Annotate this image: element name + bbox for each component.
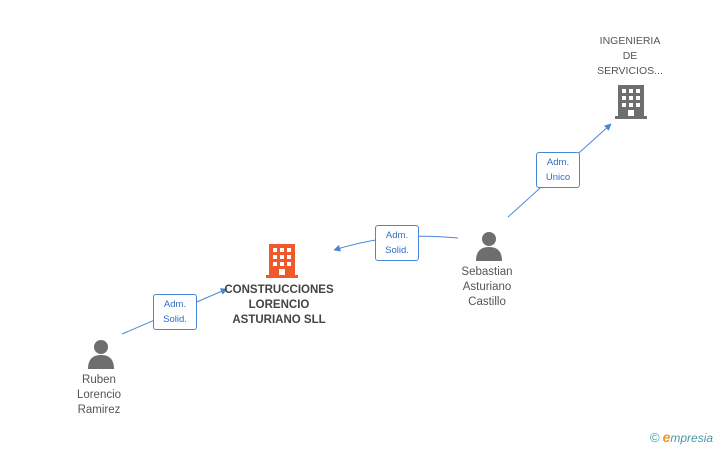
brand-logo-text: mpresia: [670, 431, 714, 445]
company-ingenieria-label[interactable]: INGENIERIA DE SERVICIOS...: [580, 34, 680, 79]
person-sebastian-label[interactable]: Sebastian Asturiano Castillo: [437, 265, 537, 310]
edge-label-line: Unico: [545, 172, 571, 183]
edge-label-sebastian-to-main[interactable]: Adm. Solid.: [375, 225, 419, 261]
edge-label-line: Adm.: [163, 299, 187, 310]
company-ingenieria-label-line: DE: [622, 50, 638, 62]
person-sebastian-label-line: Asturiano: [462, 281, 512, 293]
brand-logo-e: e: [662, 429, 671, 445]
edge-label-ruben-to-main[interactable]: Adm. Solid.: [153, 294, 197, 330]
person-ruben-label-line: Lorencio: [76, 389, 122, 401]
company-main-label-line: ASTURIANO SLL: [232, 314, 326, 326]
building-icon[interactable]: [266, 244, 298, 283]
edge-label-line: Adm.: [546, 157, 570, 168]
company-main-label-line: LORENCIO: [248, 299, 310, 311]
person-ruben-label-line: Ruben: [82, 374, 116, 386]
person-icon[interactable]: [86, 339, 116, 374]
edge-label-line: Solid.: [385, 245, 409, 256]
edge-label-line: Solid.: [163, 314, 187, 325]
company-main-label[interactable]: CONSTRUCCIONES LORENCIO ASTURIANO SLL: [219, 283, 339, 328]
building-icon[interactable]: [615, 85, 647, 124]
brand-watermark: ©empresia: [650, 429, 713, 445]
edge-label-line: Adm.: [385, 230, 409, 241]
edge-label-sebastian-to-ingenieria[interactable]: Adm. Unico: [536, 152, 580, 188]
person-sebastian-label-line: Sebastian: [461, 266, 513, 278]
person-ruben-label[interactable]: Ruben Lorencio Ramirez: [49, 373, 149, 418]
company-main-label-line: CONSTRUCCIONES: [224, 284, 334, 296]
person-sebastian-label-line: Castillo: [468, 296, 506, 308]
person-ruben-label-line: Ramirez: [77, 404, 121, 416]
copyright-icon: ©: [650, 430, 660, 445]
person-icon[interactable]: [474, 231, 504, 266]
company-ingenieria-label-line: SERVICIOS...: [597, 65, 663, 77]
company-ingenieria-label-line: INGENIERIA: [599, 35, 661, 47]
